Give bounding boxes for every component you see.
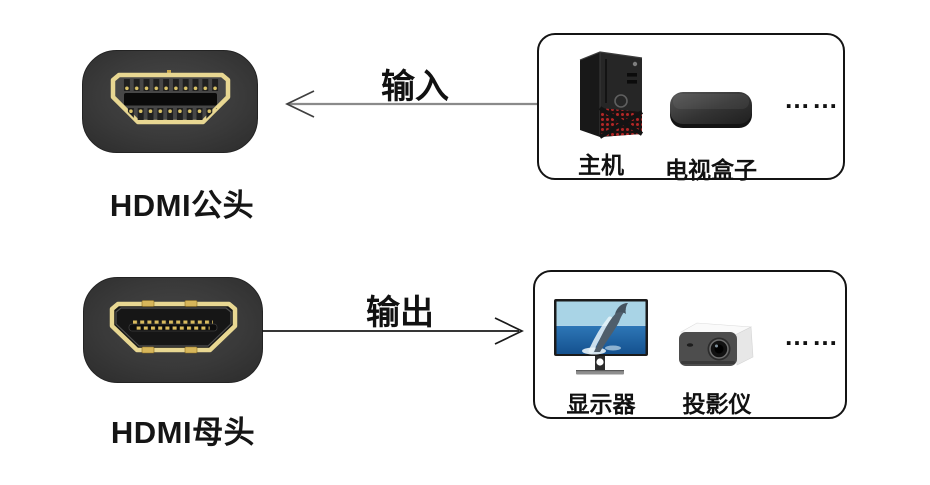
projector-label: 投影仪 bbox=[682, 391, 752, 417]
input-arrow-icon bbox=[285, 90, 538, 118]
pc-tower-icon bbox=[579, 51, 644, 139]
monitor-label: 显示器 bbox=[566, 391, 636, 417]
hdmi-female-connector-icon bbox=[83, 277, 263, 383]
output-label: 输出 bbox=[366, 294, 434, 332]
tv-box-label: 电视盒子 bbox=[665, 157, 757, 183]
sink-ellipsis-dots: …… bbox=[784, 321, 840, 351]
hdmi-male-label: HDMI公头 bbox=[109, 188, 255, 223]
projector-icon bbox=[679, 322, 754, 366]
tv-box-icon bbox=[670, 92, 752, 128]
hdmi-female-label: HDMI母头 bbox=[110, 415, 256, 450]
hdmi-male-connector-icon bbox=[82, 50, 258, 153]
pc-tower-label: 主机 bbox=[578, 152, 624, 178]
monitor-icon bbox=[554, 299, 648, 375]
output-arrow-icon bbox=[262, 317, 524, 345]
source-ellipsis-dots: …… bbox=[784, 84, 840, 114]
input-label: 输入 bbox=[381, 68, 449, 106]
